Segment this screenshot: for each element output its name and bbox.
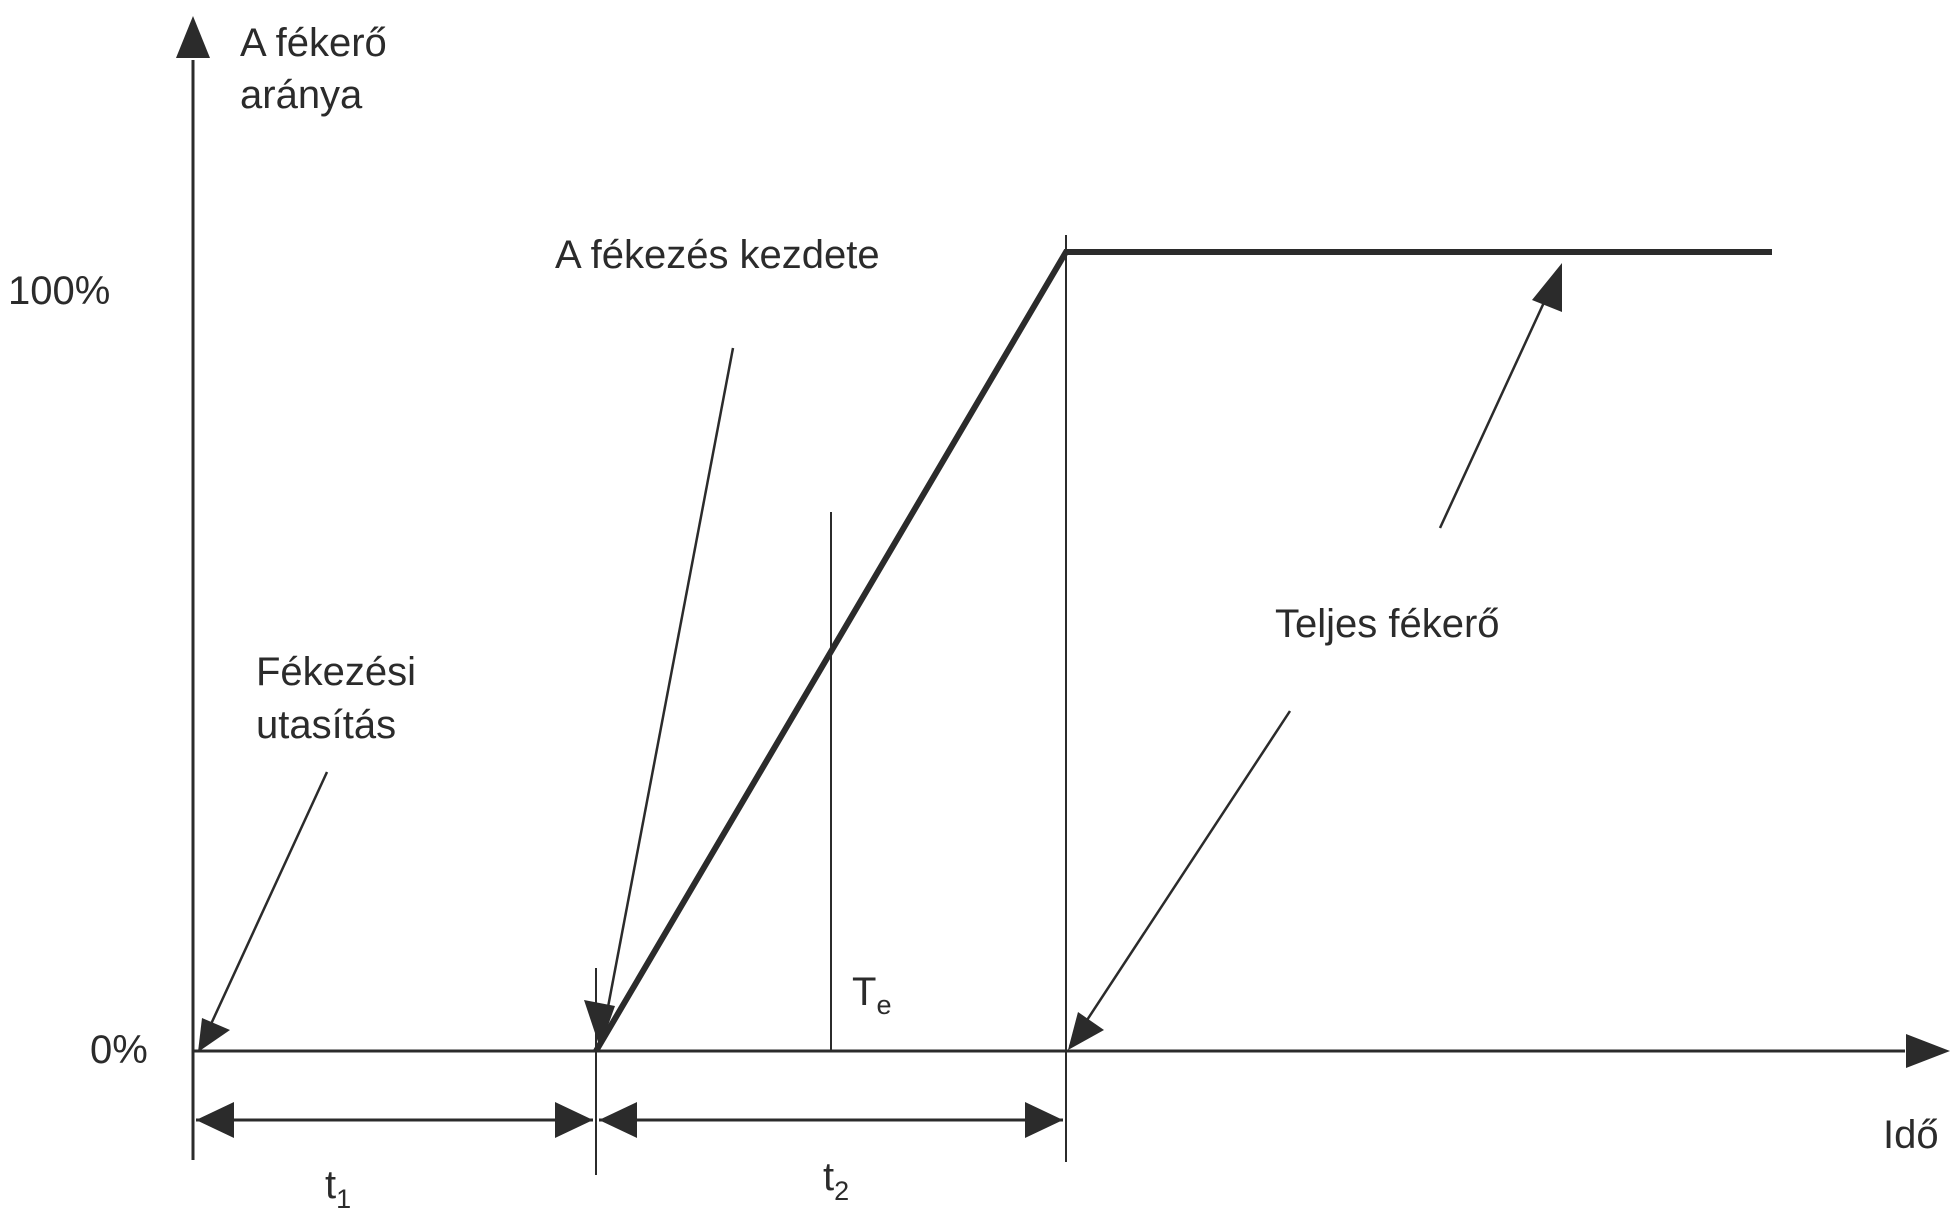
t2-label-sub: 2 [834, 1176, 849, 1206]
t2-left-arrowhead-icon [599, 1102, 637, 1138]
te-label: Te [852, 970, 891, 1020]
full-force-label: Teljes fékerő [1275, 602, 1500, 646]
t2-label: t2 [823, 1155, 849, 1206]
te-label-sub: e [876, 990, 891, 1020]
t1-label: t1 [325, 1163, 351, 1213]
y-tick-0: 0% [90, 1028, 148, 1072]
y-axis-label-line1: A fékerő [240, 21, 387, 65]
braking-start-callout-arrow [599, 347, 735, 1045]
y-axis-arrowhead-icon [176, 16, 210, 58]
t1-label-main: t [325, 1163, 336, 1207]
full-force-upper-callout-arrow [1438, 271, 1560, 529]
full-force-upper-arrowhead-icon [1532, 263, 1562, 312]
t1-right-arrowhead-icon [555, 1102, 593, 1138]
x-axis-arrowhead-icon [1906, 1034, 1950, 1068]
braking-force-curve [593, 249, 1772, 1053]
command-label-line2: utasítás [256, 703, 396, 747]
command-callout-arrow [198, 771, 329, 1049]
command-callout-arrowhead-icon [198, 1018, 230, 1052]
y-tick-100: 100% [8, 269, 110, 313]
x-axis-label: Idő [1883, 1113, 1939, 1157]
full-force-callout-arrowhead-icon [1068, 1012, 1104, 1050]
t1-left-arrowhead-icon [196, 1102, 234, 1138]
braking-start-callout-arrowhead-icon [584, 1000, 615, 1048]
braking-start-label: A fékezés kezdete [555, 233, 880, 277]
t1-label-sub: 1 [336, 1184, 351, 1213]
full-force-callout-arrow [1068, 710, 1292, 1047]
command-label-line1: Fékezési [256, 650, 416, 694]
te-label-main: T [852, 970, 876, 1014]
t2-right-arrowhead-icon [1025, 1102, 1063, 1138]
y-axis-label-line2: aránya [240, 73, 363, 117]
t2-label-main: t [823, 1155, 834, 1199]
